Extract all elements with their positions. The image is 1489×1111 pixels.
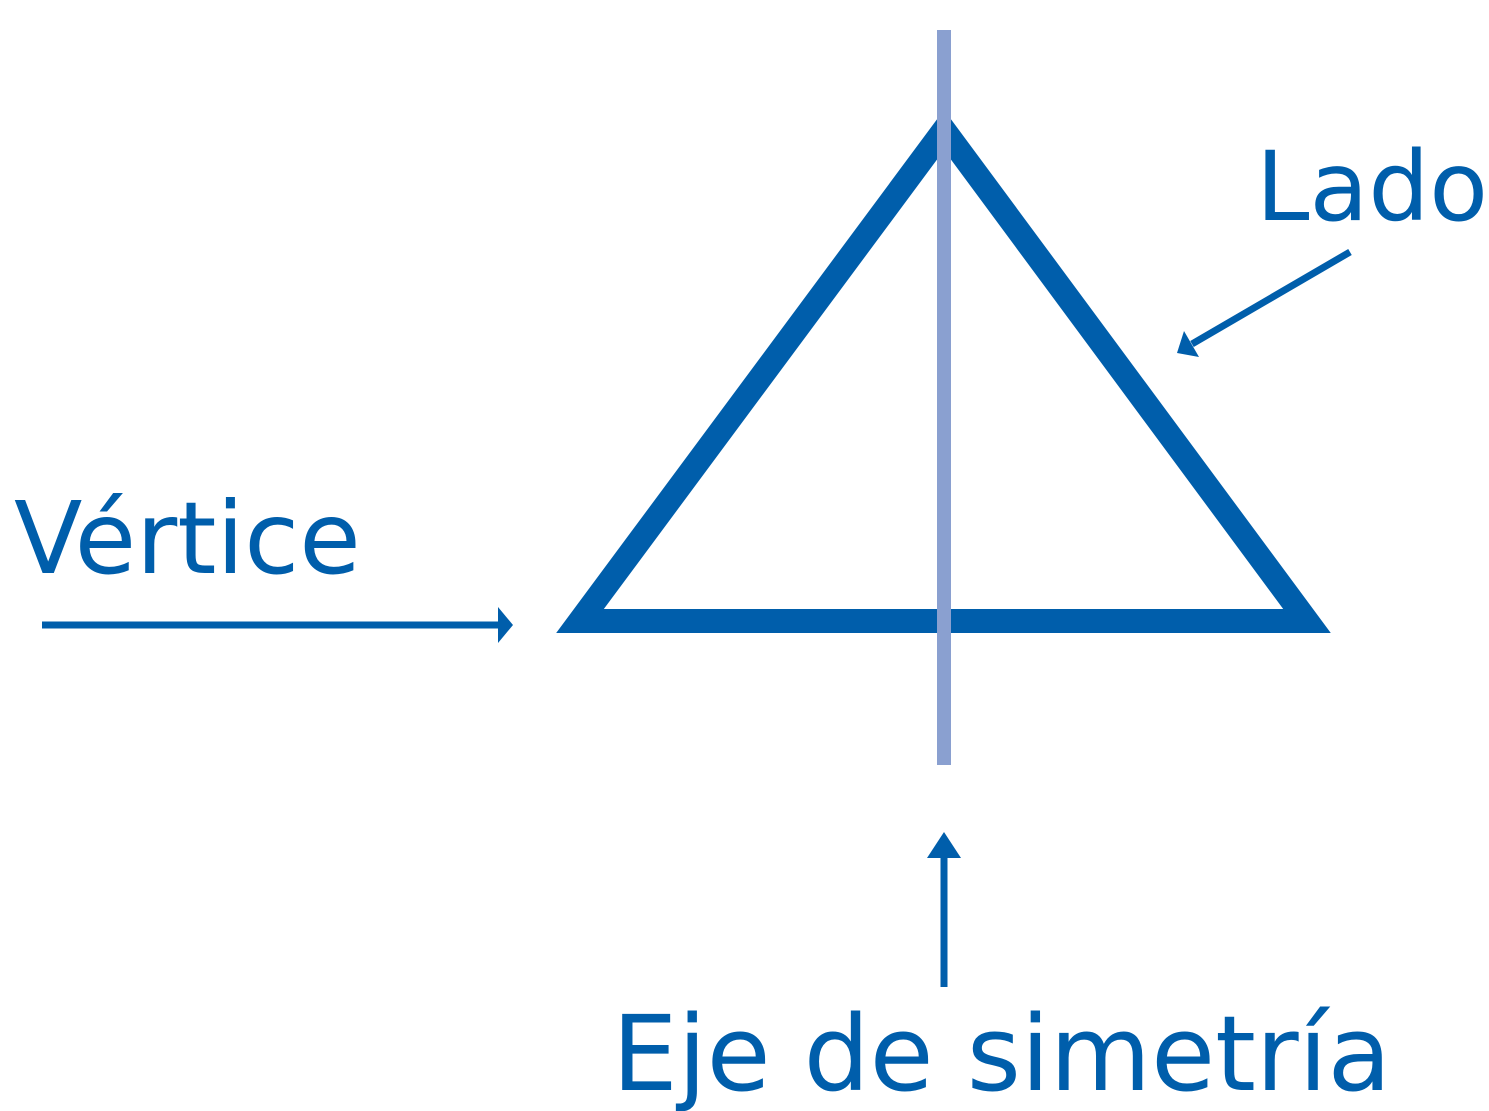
side-label: Lado	[1256, 131, 1488, 243]
vertex-arrowhead	[498, 607, 513, 643]
axis-arrowhead	[927, 832, 961, 858]
side-arrow-shaft	[1190, 248, 1352, 348]
side-arrowhead	[1177, 331, 1199, 357]
axis-label: Eje de simetría	[612, 993, 1391, 1111]
vertex-label: Vértice	[14, 480, 361, 597]
